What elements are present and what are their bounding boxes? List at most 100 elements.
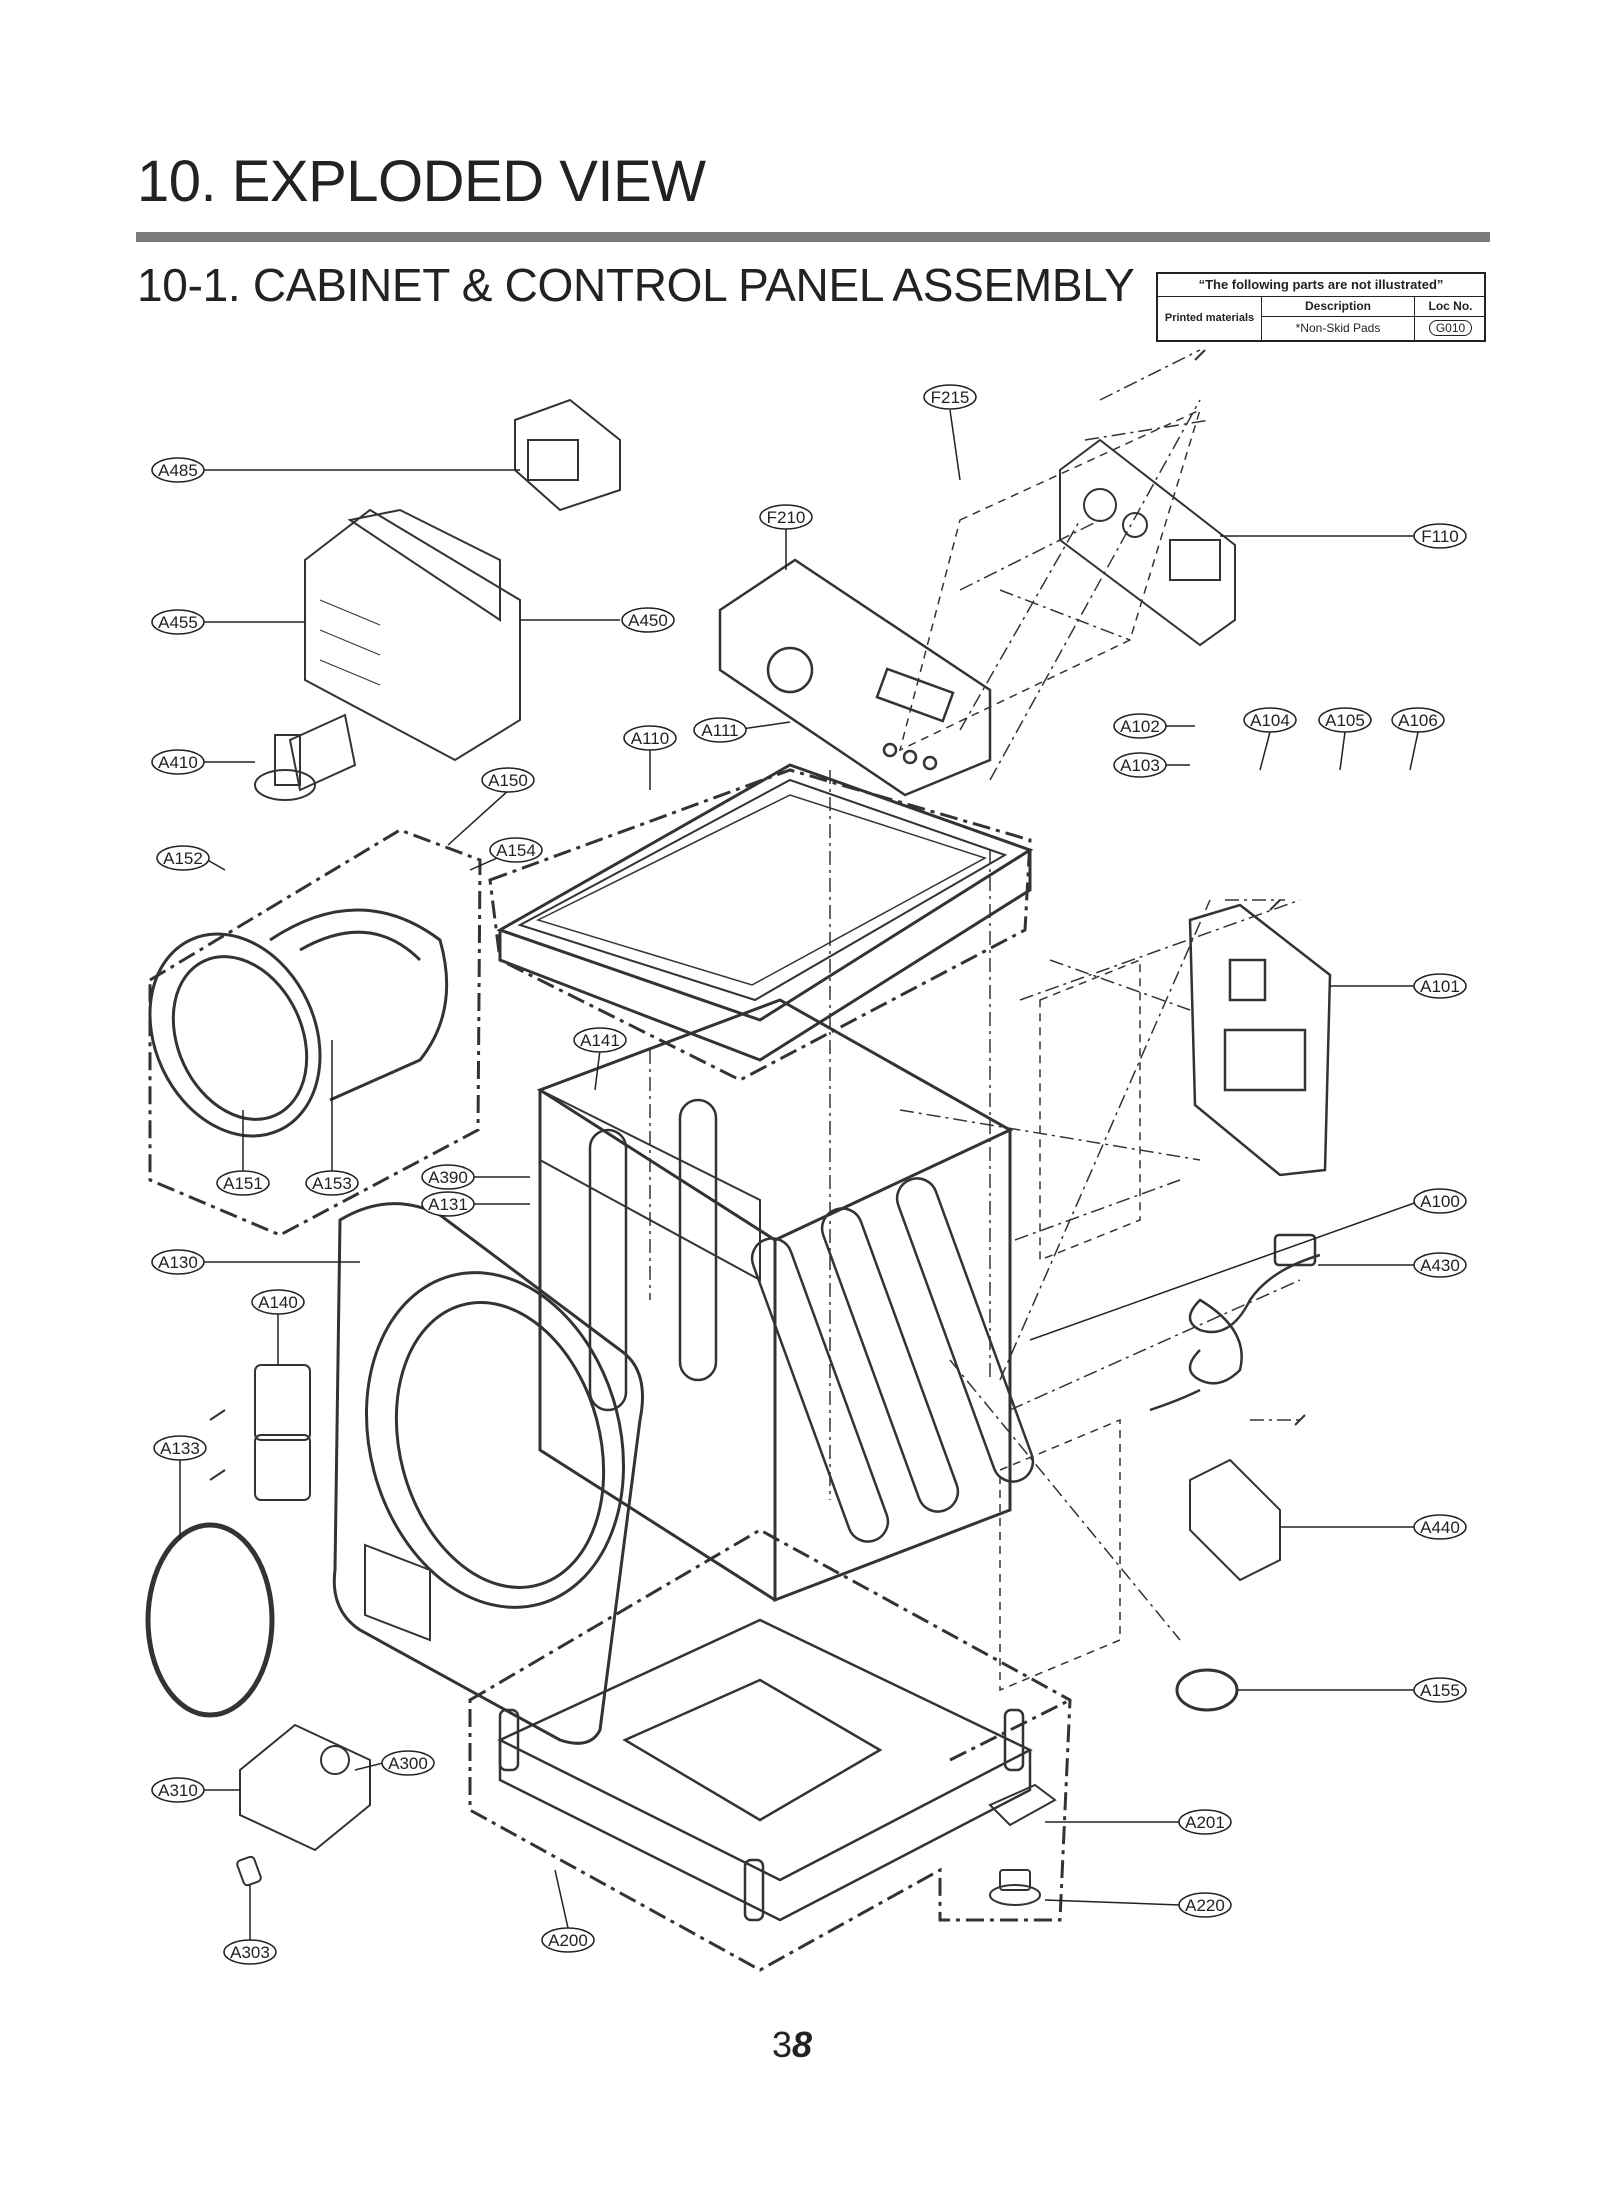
cabinet-a100 [536,998,1035,1603]
pcb-a450 [304,508,521,762]
callout-bubble [156,845,210,871]
callout-bubble [1413,973,1467,999]
callout-bubble [923,384,977,410]
callout-bubble [1178,1892,1232,1918]
callout-text: A151 [223,1174,263,1193]
loc-badge: G010 [1428,320,1473,336]
callout-text: A105 [1325,711,1365,730]
callout-a154: A154 [489,837,543,863]
callout-a155: A155 [1413,1677,1467,1703]
top-cover-a110 [496,763,1034,1062]
display-a485 [514,398,621,512]
rear-panel-a101 [1188,903,1332,1177]
not-illustrated-table: “The following parts are not illustrated… [1156,272,1486,342]
callout-a390: A390 [421,1164,475,1190]
callout-bubble [693,717,747,743]
callout-text: A111 [701,721,738,740]
callout-text: A133 [160,1439,200,1458]
callout-text: A300 [388,1754,428,1773]
callout-text: A455 [158,613,198,632]
callout-a151: A151 [216,1170,270,1196]
callout-f215: F215 [923,384,977,410]
callout-bubble [251,1289,305,1315]
callout-bubble [421,1191,475,1217]
callout-a220: A220 [1178,1892,1232,1918]
callout-bubble [223,1939,277,1965]
callout-a104: A104 [1243,707,1297,733]
callout-text: A220 [1185,1896,1225,1915]
callout-bubble [421,1164,475,1190]
front-panel-a130 [332,1202,644,1745]
page-number-regular: 3 [772,2024,793,2065]
base-a200 [497,1618,1033,1922]
callout-bubble [1413,1677,1467,1703]
callout-a440: A440 [1413,1514,1467,1540]
callout-bubble [1391,707,1445,733]
callout-text: A410 [158,753,198,772]
plug-a155 [1175,1668,1239,1712]
hinge-a140 [254,1364,311,1501]
control-panel-f210 [718,558,992,797]
cover-a310 [239,1723,371,1852]
callout-a485: A485 [151,457,205,483]
callout-bubble [1413,1188,1467,1214]
callout-text: A390 [428,1168,468,1187]
section-subtitle: 10-1. CABINET & CONTROL PANEL ASSEMBLY [137,259,1135,311]
callout-bubble [151,1777,205,1803]
leader-lines [179,409,1421,1940]
callout-a430: A430 [1413,1252,1467,1278]
callout-bubble [1113,713,1167,739]
callout-text: A141 [580,1031,620,1050]
callout-text: A102 [1120,717,1160,736]
page-title: 10. EXPLODED VIEW [137,149,706,214]
callout-bubble [216,1170,270,1196]
callout-bubble [1413,523,1467,549]
callout-a110: A110 [623,725,677,751]
callout-bubble [1318,707,1372,733]
callout-a130: A130 [151,1249,205,1275]
callout-text: A130 [158,1253,198,1272]
callout-bubble [153,1435,207,1461]
callout-text: A106 [1398,711,1438,730]
power-cord-a430 [1149,1233,1321,1412]
callout-a455: A455 [151,609,205,635]
callout-a141: A141 [573,1027,627,1053]
foot-a220 [988,1783,1057,1906]
loc-header: Loc No. [1415,296,1486,317]
callout-a153: A153 [305,1170,359,1196]
valve-f110 [1059,438,1236,647]
callout-text: A154 [496,841,536,860]
callout-a102: A102 [1113,713,1167,739]
title-rule [136,232,1490,242]
callout-bubble [1413,1252,1467,1278]
callout-bubble [151,457,205,483]
callout-bubble [623,725,677,751]
callout-bubble [481,767,535,793]
callout-bubble [541,1927,595,1953]
callout-text: A140 [258,1293,298,1312]
page-number-italic: 8 [792,2024,813,2065]
callout-text: A103 [1120,756,1160,775]
callout-text: A152 [163,849,203,868]
callout-bubble [573,1027,627,1053]
callout-a410: A410 [151,749,205,775]
callout-a106: A106 [1391,707,1445,733]
callout-a201: A201 [1178,1809,1232,1835]
callout-text: A200 [548,1931,588,1950]
callout-a131: A131 [421,1191,475,1217]
noise-filter-a440 [1189,1458,1281,1582]
callout-text: A131 [428,1195,468,1214]
callout-f210: F210 [759,504,813,530]
callout-f110: F110 [1413,523,1467,549]
callout-a100: A100 [1413,1188,1467,1214]
callout-text: A485 [158,461,198,480]
callout-text: A110 [631,729,669,748]
callout-a303: A303 [223,1939,277,1965]
callout-a150: A150 [481,767,535,793]
callout-bubble [621,607,675,633]
callout-bubble [151,749,205,775]
not-illustrated-header: “The following parts are not illustrated… [1158,274,1484,297]
pressure-switch-a410 [254,713,357,801]
callout-a101: A101 [1413,973,1467,999]
